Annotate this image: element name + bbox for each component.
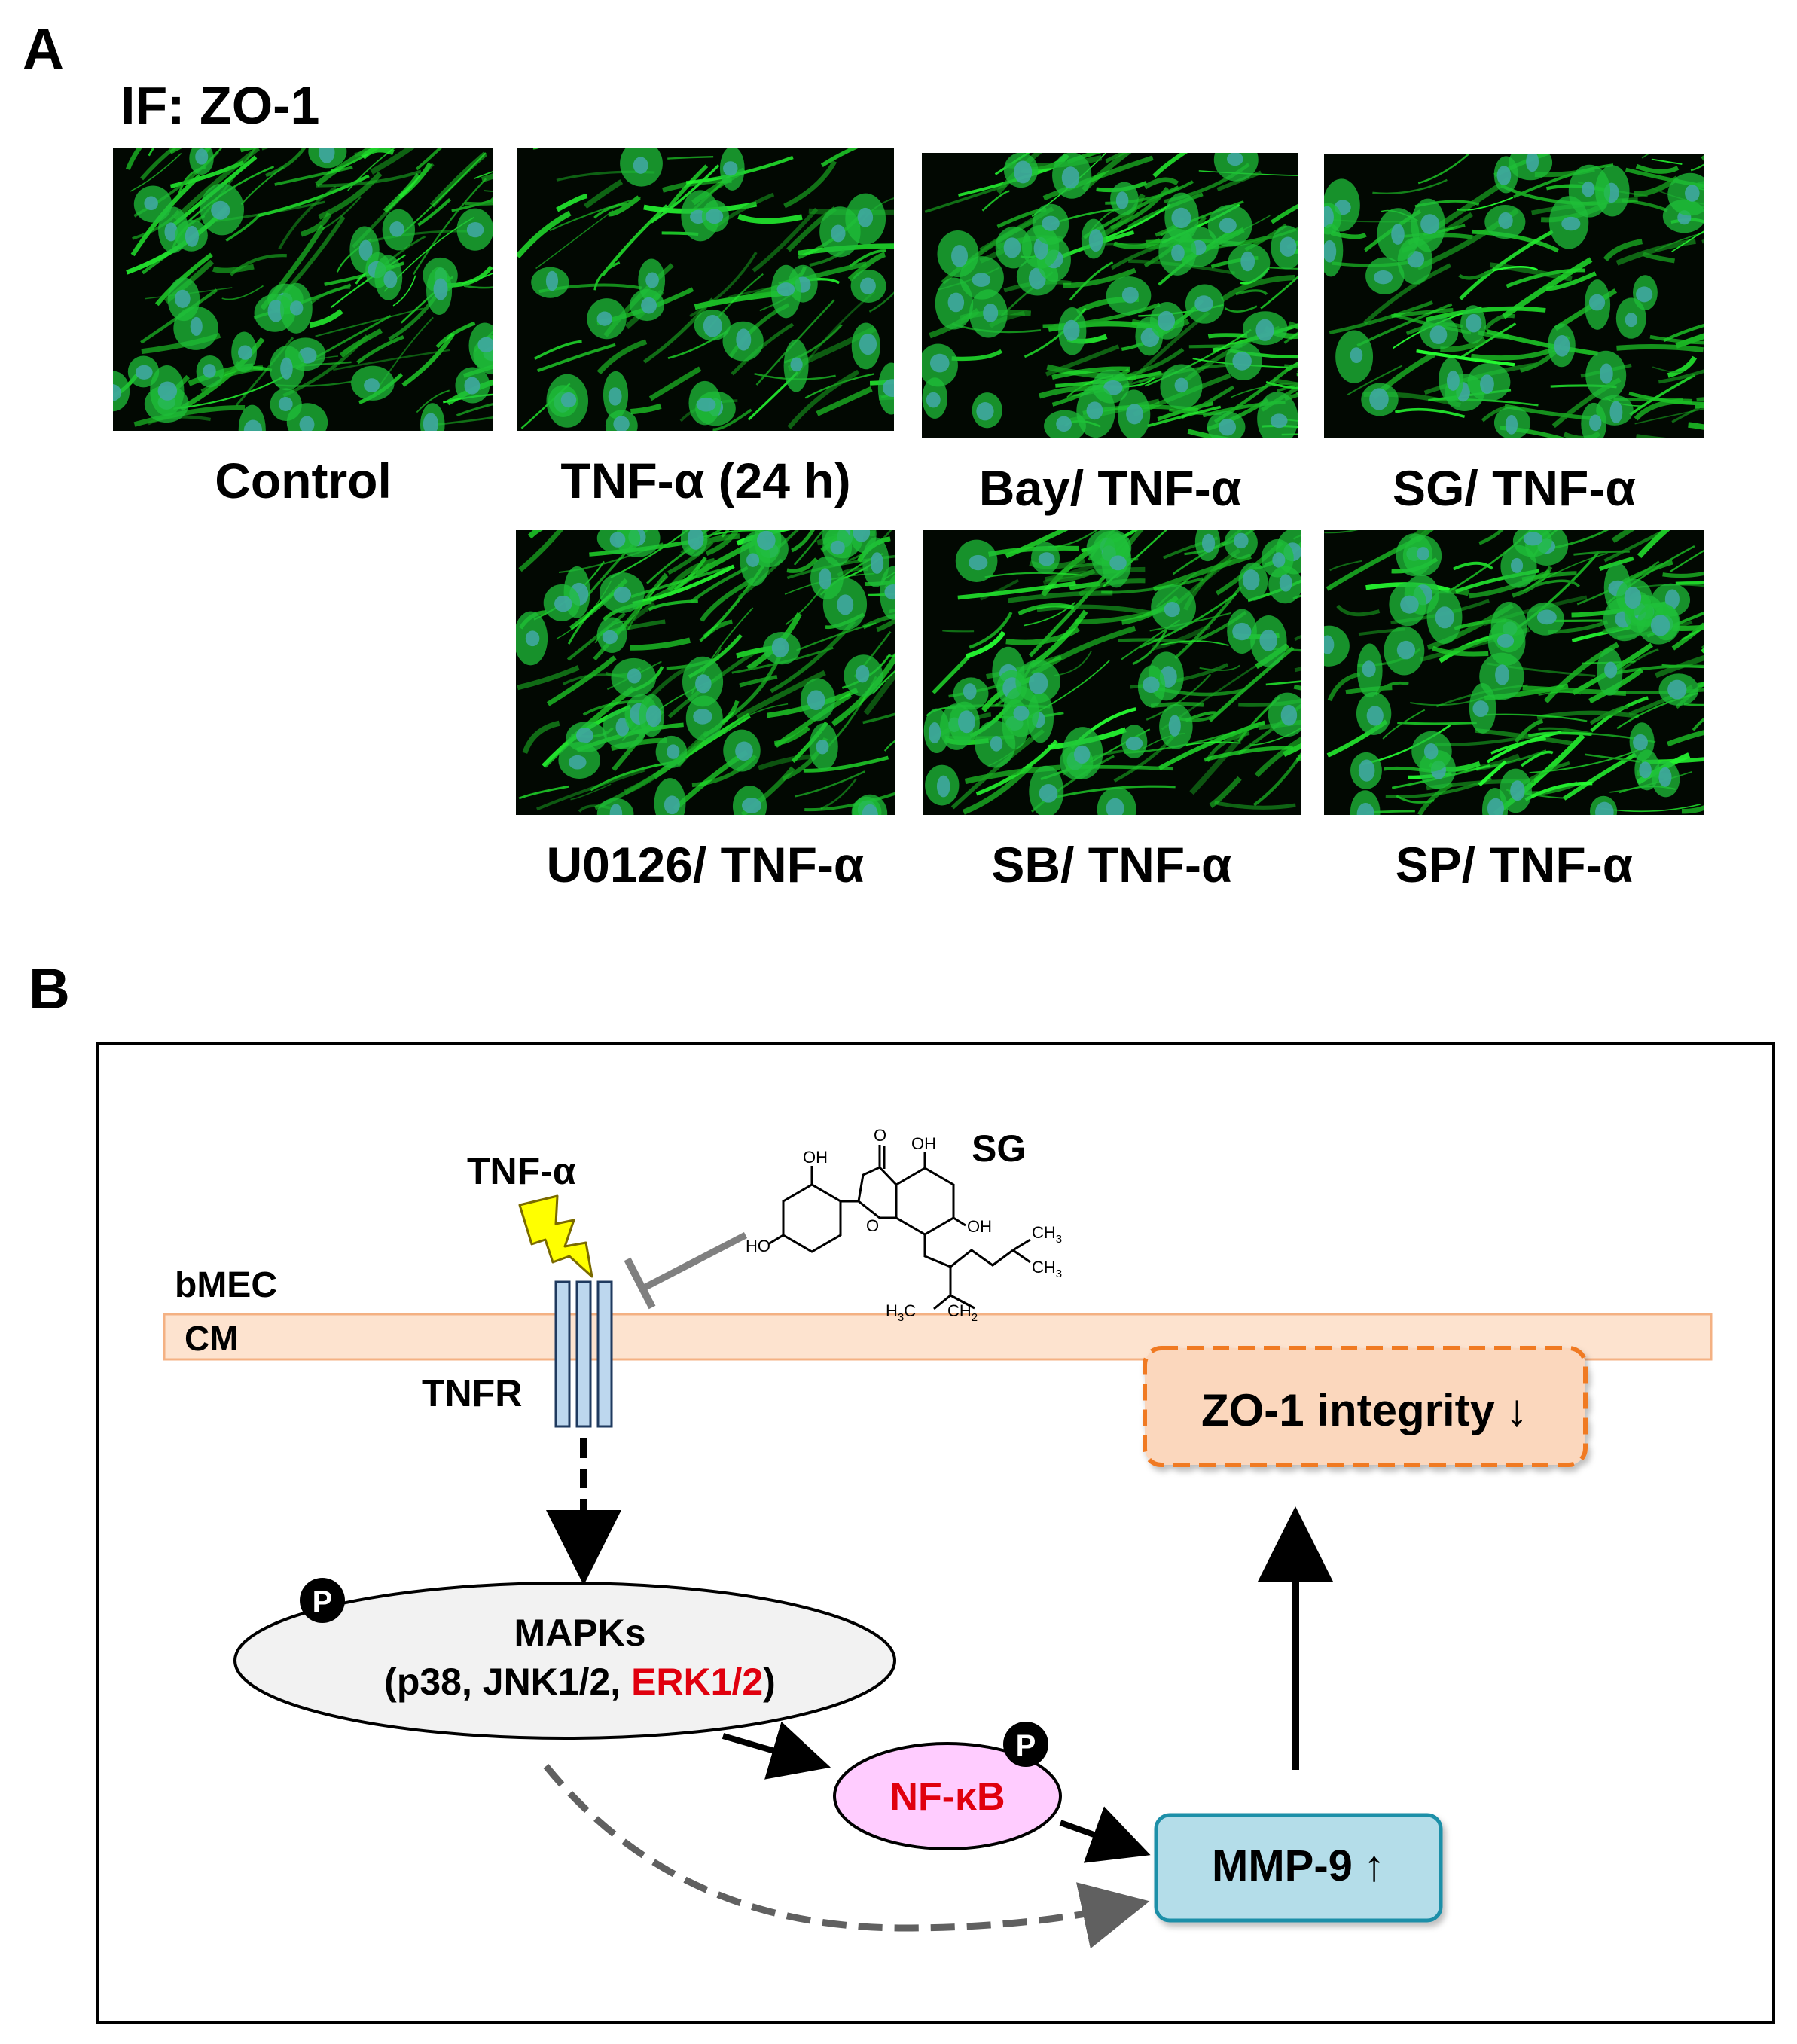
arrow-mapk-nfkb [722,1721,831,1780]
erk-label: ERK1/2 [631,1661,763,1703]
caption-sg-tnf: SG/ TNF-α [1393,460,1636,516]
sg-inhibition-line [642,1232,748,1291]
micrograph-tnf-24h [517,148,894,431]
panel-b-frame [96,1042,1775,2024]
micrograph-render [1324,530,1704,815]
micrograph-render [922,153,1298,438]
nfkb-phospho-label: P [1016,1729,1036,1762]
caption-control: Control [215,453,392,508]
nfkb-label: NF-κB [889,1775,1005,1819]
svg-text:H3C: H3C [886,1301,916,1324]
svg-text:O: O [874,1126,886,1145]
caption-sp-tnf: SP/ TNF-α [1395,837,1634,892]
micrograph-render [923,530,1301,815]
tnfr-receptor [554,1280,613,1428]
svg-text:OH: OH [911,1134,936,1153]
svg-text:CH3: CH3 [1032,1223,1062,1246]
svg-text:OH: OH [967,1217,992,1236]
svg-text:OH: OH [803,1148,828,1167]
arrow-nfkb-mmp9 [1059,1806,1151,1863]
mapk-node [233,1582,896,1740]
nfkb-phospho-badge [1003,1722,1048,1767]
micrograph-render [113,148,493,431]
micrograph-render [516,530,895,815]
mapk-members: (p38, JNK1/2, ERK1/2) [384,1661,776,1703]
nfkb-node [833,1742,1062,1850]
lightning-icon [518,1194,593,1278]
micrograph-render [517,148,894,431]
cell-label: bMEC [175,1265,277,1305]
caption-tnf-24h: TNF-α (24 h) [560,453,851,508]
panel-a-title: IF: ZO-1 [121,76,320,135]
panel-b-letter: B [29,957,70,1021]
caption-sb-tnf: SB/ TNF-α [991,837,1232,892]
mmp9-node [1154,1813,1443,1923]
arrow-mapk-mmp9-dashed [543,1764,1150,1949]
caption-u0126-tnf: U0126/ TNF-α [546,837,865,892]
caption-bay-tnf: Bay/ TNF-α [978,460,1242,516]
micrograph-sb-tnf [923,530,1301,815]
micrograph-sg-tnf [1324,154,1704,438]
membrane-label: CM [185,1319,239,1358]
svg-text:CH3: CH3 [1032,1258,1062,1280]
ligand-label: TNF-α [467,1150,576,1192]
mapk-title: MAPKs [514,1612,645,1654]
compound-label: SG [972,1127,1026,1170]
mapk-phospho-badge [300,1578,345,1623]
micrograph-bay-tnf [922,153,1298,438]
micrograph-u0126-tnf [516,530,895,815]
micrograph-control [113,148,493,431]
sg-structure [767,1145,1031,1310]
zo1-node [1143,1346,1588,1467]
svg-text:CH2: CH2 [947,1301,978,1324]
svg-text:O: O [866,1216,879,1235]
sg-atom-labels: O OH OH OH HO O CH3 CH3 H3C CH2 [746,1126,1062,1324]
zo1-label: ZO-1 integrity↓ [1201,1385,1528,1435]
sg-inhibition-bar [624,1257,656,1310]
panel-a-letter: A [23,17,64,81]
mmp9-label: MMP-9↑ [1212,1841,1385,1890]
receptor-label: TNFR [422,1372,522,1414]
mapk-phospho-label: P [313,1585,333,1618]
micrograph-render [1324,154,1704,438]
micrograph-sp-tnf [1324,530,1704,815]
svg-text:HO: HO [746,1237,770,1255]
